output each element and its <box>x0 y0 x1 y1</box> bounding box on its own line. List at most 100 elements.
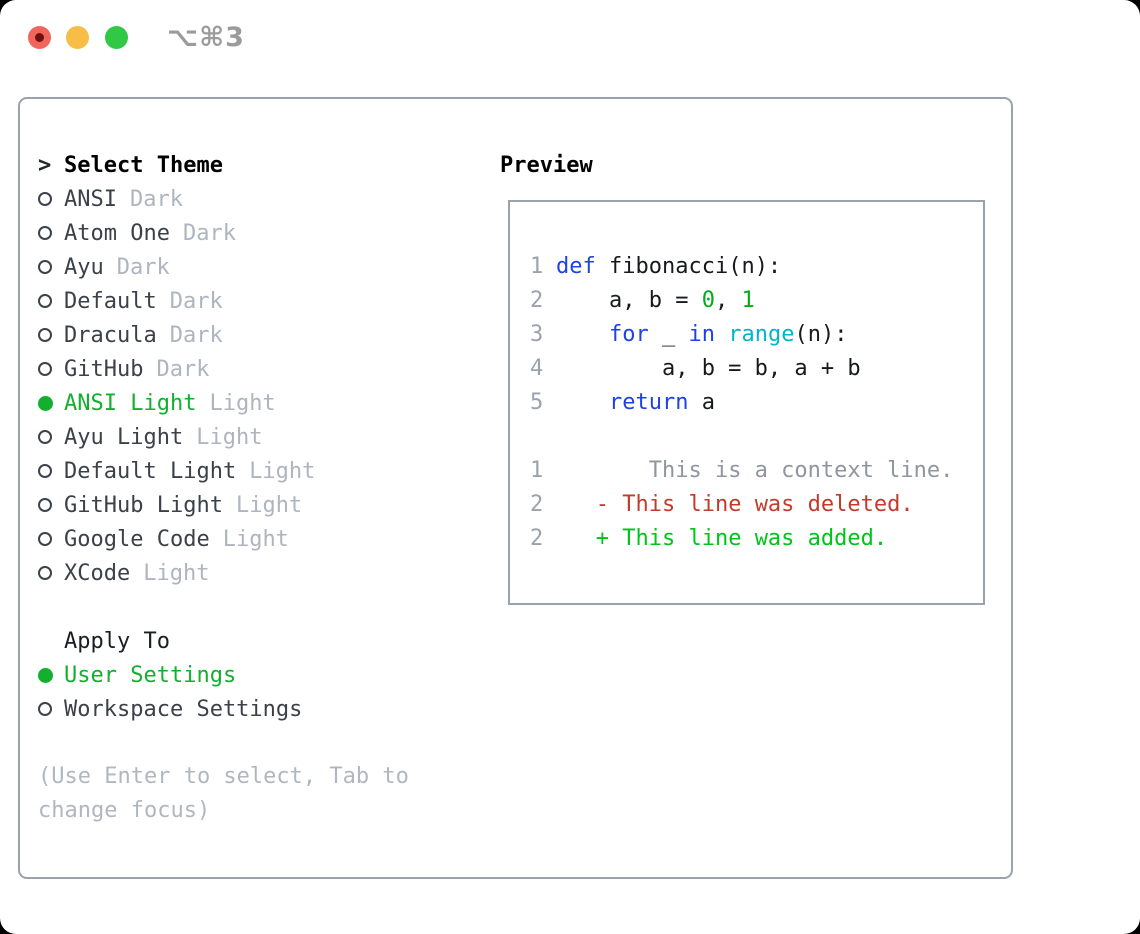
theme-option-ansi-dark[interactable]: ANSI Dark <box>38 182 488 216</box>
line-number: 2 <box>530 288 544 313</box>
window-shortcut-label: ⌥⌘3 <box>167 22 245 53</box>
code-line: 3 for _ in range(n): <box>530 318 983 352</box>
theme-option-default-dark[interactable]: Default Dark <box>38 284 488 318</box>
radio-selected-icon <box>38 395 53 411</box>
apply-to-title: Apply To <box>64 628 170 654</box>
theme-variant: Light <box>235 492 303 518</box>
code-token: in <box>688 322 715 347</box>
code-line: 1 def fibonacci(n): <box>530 250 983 284</box>
radio-icon <box>38 498 52 512</box>
code-token: a <box>688 390 715 415</box>
minimize-button[interactable] <box>66 26 89 49</box>
diff-token: - This line was deleted. <box>595 492 914 517</box>
theme-option-ayu-dark[interactable]: Ayu Dark <box>38 250 488 284</box>
code-token: a, b = <box>556 288 702 313</box>
theme-option-default-light[interactable]: Default Light Light <box>38 454 488 488</box>
theme-option-dracula-dark[interactable]: Dracula Dark <box>38 318 488 352</box>
radio-selected-icon <box>38 667 53 683</box>
code-line: 5 return a <box>530 386 983 420</box>
radio-icon <box>38 362 52 376</box>
theme-selector: > Select Theme ANSI Dark Atom One Dark A… <box>38 148 488 828</box>
theme-variant: Dark <box>169 288 223 314</box>
theme-variant: Dark <box>116 254 170 280</box>
line-number: 5 <box>530 390 544 415</box>
theme-option-github-light[interactable]: GitHub Light Light <box>38 488 488 522</box>
code-token: _ <box>648 322 689 347</box>
apply-option-workspace-settings[interactable]: Workspace Settings <box>38 692 488 726</box>
theme-name: Default Light <box>64 458 237 484</box>
radio-icon <box>38 226 52 240</box>
code-token: (n): <box>794 322 848 347</box>
apply-option-label: User Settings <box>64 662 237 688</box>
theme-name: GitHub Light <box>64 492 223 518</box>
theme-variant: Dark <box>182 220 236 246</box>
diff-line-added: 2 + This line was added. <box>530 522 983 556</box>
theme-name: Ayu Light <box>64 424 184 450</box>
apply-option-label: Workspace Settings <box>64 696 303 722</box>
line-number: 3 <box>530 322 544 347</box>
close-button[interactable] <box>28 26 51 49</box>
theme-name: Google Code <box>64 526 210 552</box>
code-line: 4 a, b = b, a + b <box>530 352 983 386</box>
cursor-prefix: > <box>38 152 52 178</box>
code-token: , <box>714 288 742 313</box>
radio-icon <box>38 328 52 342</box>
theme-option-google-code-light[interactable]: Google Code Light <box>38 522 488 556</box>
radio-icon <box>38 464 52 478</box>
preview-header-row: Preview <box>500 148 1000 182</box>
theme-option-atom-one-dark[interactable]: Atom One Dark <box>38 216 488 250</box>
radio-icon <box>38 532 52 546</box>
theme-variant: Light <box>249 458 316 484</box>
line-number: 2 <box>530 492 544 517</box>
line-number: 1 <box>530 254 544 279</box>
code-token: 0 <box>701 288 715 313</box>
theme-name: Default <box>64 288 157 314</box>
theme-option-github-dark[interactable]: GitHub Dark <box>38 352 488 386</box>
theme-option-xcode-light[interactable]: XCode Light <box>38 556 488 590</box>
radio-icon <box>38 566 52 580</box>
theme-list-title: Select Theme <box>64 152 223 178</box>
diff-line-deleted: 2 - This line was deleted. <box>530 488 983 522</box>
preview-section: Preview 1 def fibonacci(n): 2 a, b = 0, 1… <box>500 148 1000 605</box>
diff-token <box>556 492 596 517</box>
apply-option-user-settings[interactable]: User Settings <box>38 658 488 692</box>
theme-variant: Dark <box>156 356 210 382</box>
code-token: for <box>608 322 649 347</box>
code-token: fibonacci(n): <box>595 254 782 279</box>
theme-name: XCode <box>64 560 131 586</box>
theme-name: ANSI Light <box>64 390 197 416</box>
code-token: return <box>608 390 689 415</box>
line-number: 4 <box>530 356 544 381</box>
theme-name: Ayu <box>64 254 104 280</box>
keyboard-hint: (Use Enter to select, Tab to change focu… <box>38 764 409 823</box>
main-panel: > Select Theme ANSI Dark Atom One Dark A… <box>18 97 1013 879</box>
code-token <box>715 322 728 347</box>
theme-name: ANSI <box>64 186 117 212</box>
theme-name: Atom One <box>64 220 170 246</box>
theme-variant: Light <box>196 424 263 450</box>
apply-to-header-row: Apply To <box>38 624 488 658</box>
theme-option-ansi-light[interactable]: ANSI Light Light <box>38 386 488 420</box>
radio-icon <box>38 192 52 206</box>
line-number: 2 <box>530 526 544 551</box>
theme-name: Dracula <box>64 322 157 348</box>
theme-variant: Dark <box>129 186 183 212</box>
code-token <box>556 390 609 415</box>
code-token: 1 <box>741 288 755 313</box>
diff-token: + This line was added. <box>595 526 888 551</box>
theme-option-ayu-light[interactable]: Ayu Light Light <box>38 420 488 454</box>
radio-icon <box>38 430 52 444</box>
code-token: def <box>556 254 596 279</box>
line-number: 1 <box>530 458 544 483</box>
code-token: range <box>728 322 795 347</box>
diff-line-context: 1 This is a context line. <box>530 454 983 488</box>
preview-title: Preview <box>500 152 593 178</box>
zoom-button[interactable] <box>105 26 128 49</box>
theme-variant: Light <box>143 560 210 586</box>
code-token: a, b = b, a + b <box>556 356 861 381</box>
diff-token: This is a context line. <box>648 458 954 483</box>
code-token <box>556 322 609 347</box>
preview-box: 1 def fibonacci(n): 2 a, b = 0, 1 3 for _… <box>508 200 985 605</box>
radio-icon <box>38 702 52 716</box>
